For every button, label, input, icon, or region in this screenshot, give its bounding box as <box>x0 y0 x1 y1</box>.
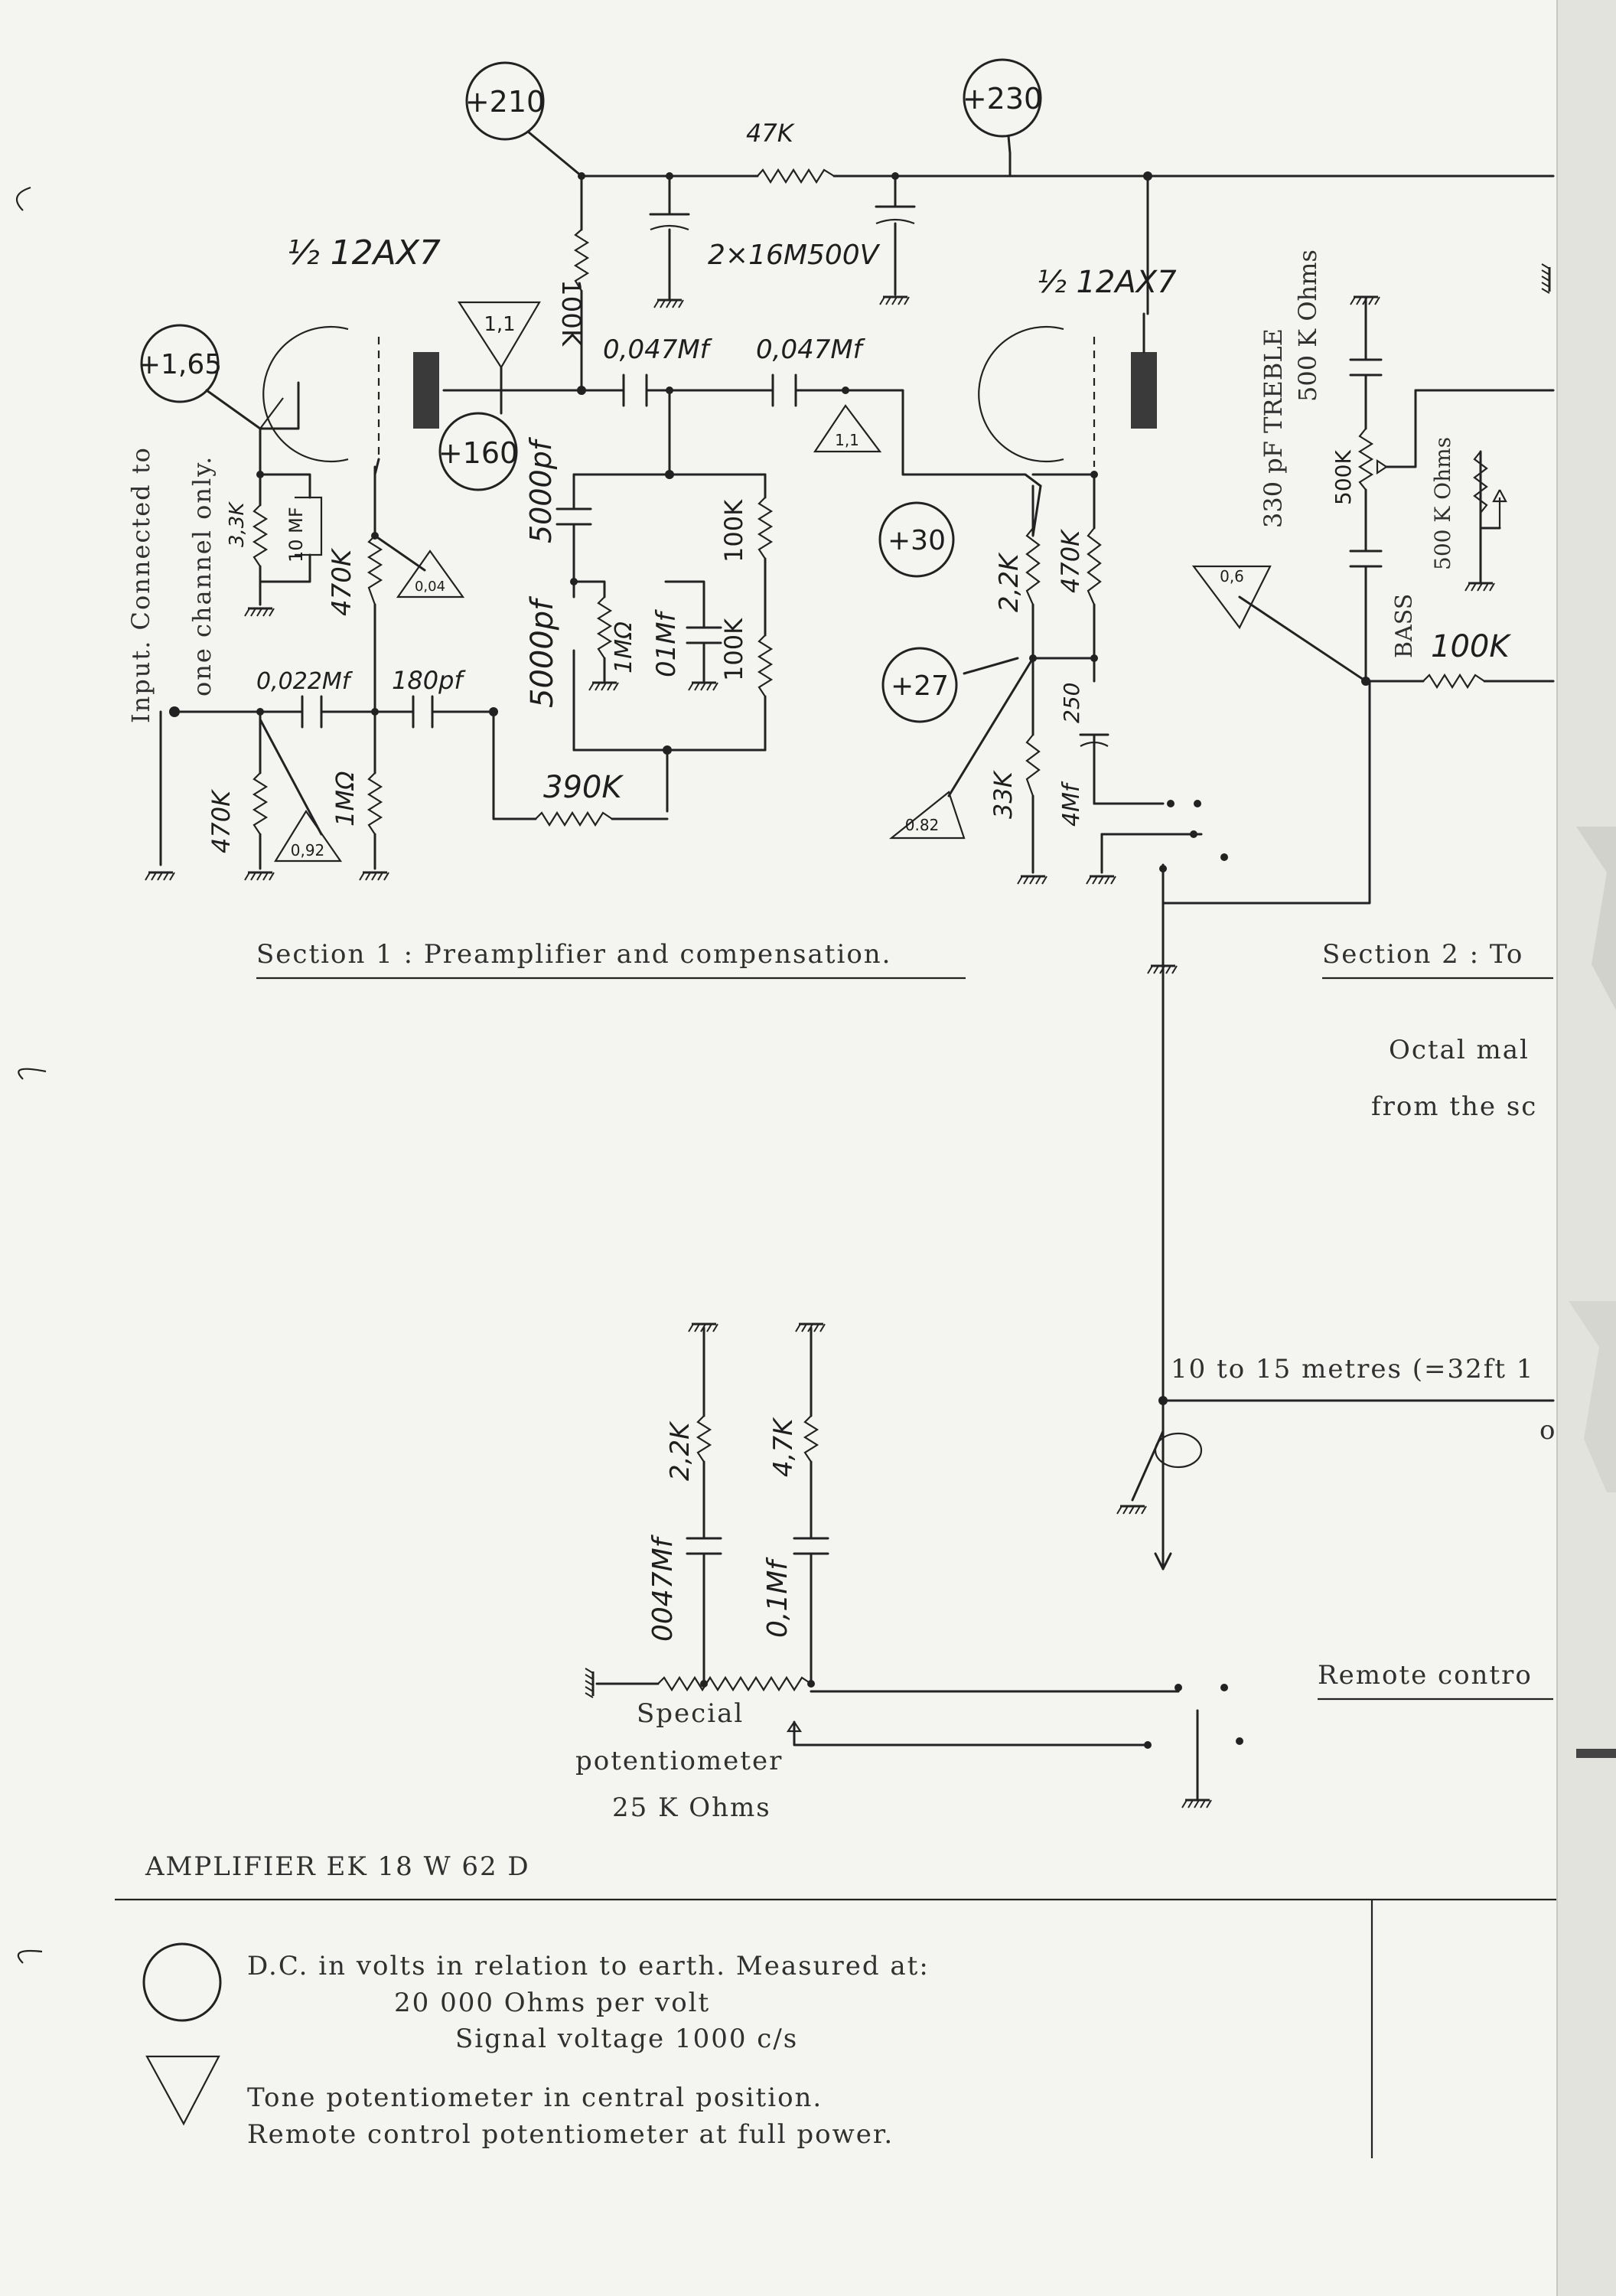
label-r47k: 47K <box>746 119 796 148</box>
special-pot-line3: 25 K Ohms <box>612 1792 771 1823</box>
page-decorations <box>15 0 1616 2296</box>
voltage-label-210: +210 <box>465 85 545 119</box>
signal-label-1-1-a: 1,1 <box>484 313 515 336</box>
label-c2x16: 2×16M500V <box>708 240 881 271</box>
label-r100k-bass: 100K <box>1431 629 1511 664</box>
capacitors <box>295 205 1383 1555</box>
label-r1m-in: 1MΩ <box>331 771 360 827</box>
legend-triangle-line2: Remote control potentiometer at full pow… <box>247 2119 894 2150</box>
junction-dots <box>169 171 1370 1749</box>
label-r100k-right: 100K <box>719 499 748 563</box>
label-r100k-plate: 100K <box>556 279 586 347</box>
tube-right-label: ½ 12AX7 <box>1037 265 1177 300</box>
amplifier-title: AMPLIFIER EK 18 W 62 D <box>145 1851 530 1882</box>
tube-left-label: ½ 12AX7 <box>287 233 441 272</box>
bass-label-line2: 500 K Ohms <box>1430 437 1455 570</box>
label-r100k-mid: 100K <box>719 618 748 681</box>
label-r390k: 390K <box>543 770 624 805</box>
label-r1m-mid: 1MΩ <box>611 621 637 673</box>
signal-label-1-1-b: 1,1 <box>835 431 859 449</box>
section-captions: Section 1 : Preamplifier and compensatio… <box>145 939 1591 1882</box>
resistors <box>252 168 1507 1733</box>
label-r470k-cath: 470K <box>327 547 357 616</box>
label-c250: 250 <box>1059 683 1084 723</box>
voltage-label-230: +230 <box>963 82 1042 116</box>
label-c0047b: 0,047Mf <box>756 334 866 365</box>
bass-label-line1: BASS <box>1391 594 1418 658</box>
treble-label-line2: 500 K Ohms <box>1293 249 1322 402</box>
label-c4mf: 4Mf <box>1058 781 1085 827</box>
label-c0022: 0,022Mf <box>256 668 354 695</box>
treble-label-line1: 330 pF TREBLE <box>1259 328 1288 528</box>
label-r470k-in: 470K <box>207 788 236 853</box>
legend-circle-line2: 20 000 Ohms per volt <box>394 1988 710 2018</box>
signal-label-0-04: 0,04 <box>415 579 445 595</box>
tube-labels: ½ 12AX7 ½ 12AX7 <box>287 233 1177 300</box>
signal-triangles <box>274 301 1272 863</box>
legend-circle-line3: Signal voltage 1000 c/s <box>455 2024 798 2054</box>
signal-label-0-6: 0,6 <box>1220 567 1244 585</box>
label-c5000a: 5000pf <box>524 436 558 543</box>
signal-label-0-82: 0.82 <box>905 816 940 834</box>
label-r470k-r: 470K <box>1056 528 1085 593</box>
label-c0047a: 0,047Mf <box>603 334 713 365</box>
special-pot-line2: potentiometer <box>575 1746 783 1776</box>
component-labels: 47K 2×16M500V 100K 0,047Mf 0,047Mf 5000p… <box>207 119 1511 1642</box>
label-r22k: 2,2K <box>994 552 1025 612</box>
section-2-caption: Section 2 : To <box>1322 939 1523 970</box>
remote-control-label: Remote contro <box>1318 1660 1533 1691</box>
label-c01b: 0,1Mf <box>762 1557 793 1638</box>
label-c10mf: 10 MF <box>285 507 307 563</box>
label-r47k-b: 4,7K <box>768 1417 799 1477</box>
cable-label-line1: 10 to 15 metres (=32ft 1 <box>1171 1354 1534 1384</box>
label-c180: 180pf <box>392 666 466 695</box>
legend-triangle-symbol <box>145 2055 220 2126</box>
voltage-markers <box>140 58 1042 723</box>
legend-circle-line1: D.C. in volts in relation to earth. Meas… <box>247 1951 930 1981</box>
octal-label-line1: Octal mal <box>1389 1035 1530 1065</box>
signal-labels: 1,1 0,04 0,92 1,1 0.82 0,6 <box>291 313 1244 859</box>
label-c5000b: 5000pf <box>525 595 560 708</box>
annotation-labels: Input. Connected to one channel only. 33… <box>126 249 1455 723</box>
voltage-label-30: +30 <box>888 525 946 556</box>
label-r33k: 3,3K <box>226 501 249 547</box>
legend: D.C. in volts in relation to earth. Meas… <box>115 1898 1616 2158</box>
octal-label-line2: from the sc <box>1371 1091 1537 1122</box>
special-pot-line1: Special <box>637 1698 744 1729</box>
legend-triangle-line1: Tone potentiometer in central position. <box>247 2082 823 2113</box>
section-1-caption: Section 1 : Preamplifier and compensatio… <box>256 939 892 970</box>
wiring <box>159 152 1555 1800</box>
voltage-label-160: +160 <box>438 436 518 470</box>
label-c0047c: 0047Mf <box>647 1534 679 1642</box>
tube-right <box>978 312 1157 467</box>
label-c01: 01Mf <box>651 608 682 677</box>
legend-circle-symbol <box>142 1942 222 2022</box>
voltage-label-27: +27 <box>891 670 949 702</box>
signal-label-0-92: 0,92 <box>291 841 325 859</box>
tube-left <box>259 325 439 476</box>
label-r33k-r: 33K <box>989 769 1018 819</box>
voltage-label-165: +1,65 <box>138 349 222 380</box>
label-r500k-treble: 500K <box>1331 450 1356 505</box>
voltage-labels: +210 +230 +1,65 +160 +30 +27 <box>138 82 1042 702</box>
input-label-line1: Input. Connected to <box>126 446 155 723</box>
label-r22k-b: 2,2K <box>665 1420 696 1481</box>
input-label-line2: one channel only. <box>187 455 217 696</box>
